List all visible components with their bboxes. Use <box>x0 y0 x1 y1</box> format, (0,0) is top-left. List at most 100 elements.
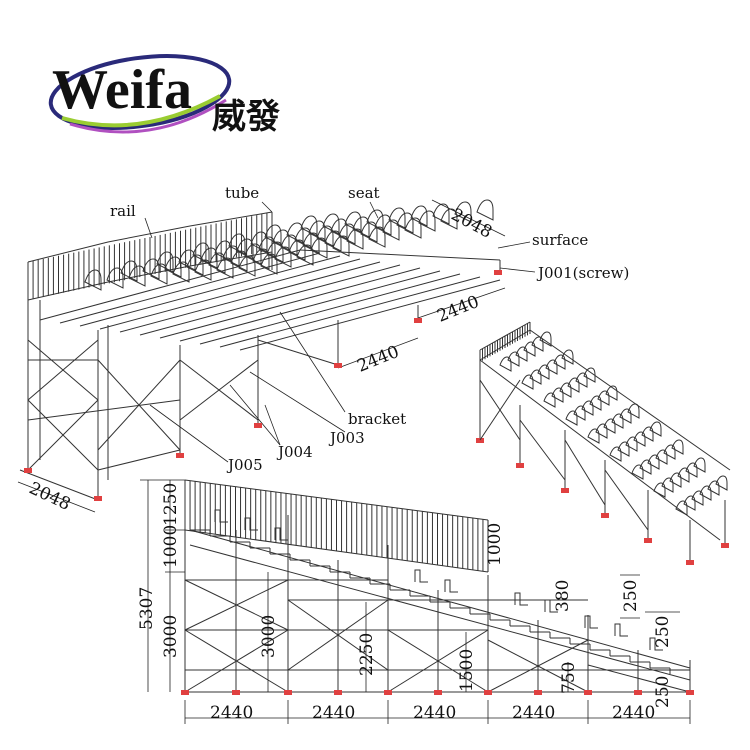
dim-col-3000: 3000 <box>259 615 279 658</box>
seat-shape <box>595 423 608 439</box>
seat-shape <box>565 410 578 426</box>
dim-col-2250: 2250 <box>357 633 377 676</box>
seat-shape <box>208 252 226 274</box>
chair-profile <box>444 579 458 593</box>
seat-shape <box>164 256 182 278</box>
foot-plate <box>686 560 694 565</box>
dim-bay-1: 2440 <box>210 703 253 723</box>
dim-bay-right: 2440 <box>434 292 482 327</box>
seat-shape <box>685 462 698 478</box>
seat-shape <box>324 230 342 252</box>
chair-profile <box>244 517 258 531</box>
elevation-view <box>184 479 691 693</box>
seat-shape <box>707 480 720 496</box>
seat-shape <box>539 331 552 347</box>
foot-plate <box>232 690 240 695</box>
seat-shape <box>192 242 210 264</box>
seat-shape <box>647 454 660 470</box>
logo-brand: Weifa <box>52 59 192 121</box>
foot-plate <box>516 463 524 468</box>
step-surface-edge <box>299 249 501 261</box>
seat-shape <box>302 232 320 254</box>
seat-shape <box>330 218 348 240</box>
seat-shape <box>172 261 190 283</box>
step-edge <box>219 276 481 348</box>
iso-feet <box>24 270 502 501</box>
dim-col-750: 750 <box>559 662 579 694</box>
seat-shape <box>250 231 268 253</box>
seat-shape <box>194 259 212 281</box>
seat-shape <box>531 336 544 352</box>
cross-brace <box>604 469 649 531</box>
seat-shape <box>691 490 704 506</box>
seat-shape <box>559 382 572 398</box>
seat-shape <box>316 225 334 247</box>
seat-shape <box>543 392 556 408</box>
foot-plate <box>686 690 694 695</box>
seat-shape <box>338 223 356 245</box>
seat-shape <box>264 224 282 246</box>
label-j005: J005 <box>226 456 263 474</box>
label-tube: tube <box>225 184 259 202</box>
main-isometric-view <box>19 199 501 501</box>
chair-profile <box>274 527 288 541</box>
diagonal-brace <box>184 629 289 693</box>
chair-profile <box>514 592 528 606</box>
dim-bay-2: 2440 <box>312 703 355 723</box>
step-edge <box>79 255 341 327</box>
seat-shape <box>587 428 600 444</box>
seat-shape <box>120 260 138 282</box>
seat-shape <box>360 221 378 243</box>
label-j004: J004 <box>276 443 313 461</box>
seat-shape <box>589 395 602 411</box>
seat-shape <box>432 203 450 225</box>
diagonal-brace <box>387 629 489 693</box>
dim-seat-250-b: 250 <box>653 616 673 648</box>
seat-shape <box>633 431 646 447</box>
seat-shape <box>619 408 632 424</box>
diagonal-brace <box>287 599 389 671</box>
seat-shape <box>346 228 364 250</box>
diagonal-brace <box>184 579 289 631</box>
step-edge <box>119 261 381 333</box>
seat-shape <box>222 245 240 267</box>
rail-balusters <box>27 212 273 320</box>
foot-plate <box>24 468 32 473</box>
foot-plate <box>584 690 592 695</box>
foot-plate <box>414 318 422 323</box>
seat-shape <box>238 255 256 277</box>
cross-brace <box>27 399 99 471</box>
seat-shape <box>258 236 276 258</box>
stringer <box>189 544 691 681</box>
seat-shape <box>507 351 520 367</box>
step-edge <box>199 273 461 345</box>
foot-plate <box>721 543 729 548</box>
seat-shape <box>294 227 312 249</box>
seat-shape <box>693 457 706 473</box>
seat-shape <box>418 210 436 232</box>
label-bracket: bracket <box>348 410 406 428</box>
seat-shape <box>529 369 542 385</box>
diagonal-brace <box>487 639 589 693</box>
chair-profile <box>414 569 428 583</box>
label-j003: J003 <box>328 429 365 447</box>
foot-plate <box>94 496 102 501</box>
seat-shape <box>200 247 218 269</box>
seat-shape <box>625 436 638 452</box>
seat-shape <box>545 359 558 375</box>
seat-shape <box>597 390 610 406</box>
label-rail: rail <box>110 202 136 220</box>
seat-shape <box>300 215 318 237</box>
seat-shape <box>649 421 662 437</box>
cross-brace <box>564 439 606 506</box>
foot-plate <box>634 690 642 695</box>
seat-shape <box>150 263 168 285</box>
seat-shape <box>344 211 362 233</box>
seat-shape <box>655 449 668 465</box>
seat-shape <box>609 446 622 462</box>
seat-shape <box>274 246 292 268</box>
seat-shape <box>186 254 204 276</box>
seat-shape <box>551 387 564 403</box>
